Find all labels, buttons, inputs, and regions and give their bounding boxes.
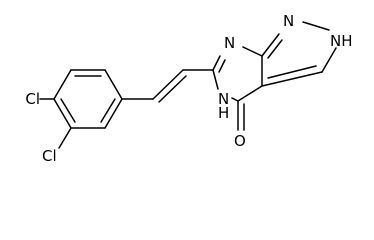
bond-n1-n2 [302, 21, 330, 31]
bond-c3-c3a-inner [267, 65, 317, 79]
bond-c3a-c4 [237, 85, 263, 102]
bond-n2-c3 [321, 47, 337, 73]
bond-benz-3-inner [60, 98, 76, 123]
atom-label-o-carbonyl: O [234, 132, 246, 150]
pyrazole-ring [261, 21, 337, 87]
bond-c6-n7 [212, 55, 221, 71]
pyrimidinone-ring [212, 46, 263, 131]
atom-label-cl-para: Cl [25, 90, 40, 108]
bond-benz-5 [104, 98, 123, 129]
atom-label-n-ring-upper: N [224, 34, 235, 52]
bond-n7-c7a [242, 46, 263, 57]
bond-vinyl-double-inner [158, 75, 187, 103]
benzene-ring [53, 69, 123, 129]
bond-benz-2 [53, 69, 72, 100]
bond-n5-c6 [212, 69, 219, 90]
atom-label-nh-pyrazole-2: NH [330, 32, 353, 50]
bond-c3-c3a [261, 71, 323, 87]
bond-c7a-n1-inner [267, 39, 283, 59]
bond-benz-5-inner [100, 98, 116, 123]
vinyl-linker [121, 69, 214, 103]
bond-c4-n5 [231, 97, 239, 102]
bond-c6-n7-inner [218, 59, 226, 73]
structure-canvas: N N NH Cl Cl N H O [25, 12, 353, 165]
atom-label-h-ring-lower: H [218, 104, 229, 122]
molecule-drawing: N N NH Cl Cl N H O [25, 12, 353, 165]
atom-label-n-pyrazole-1: N [283, 12, 294, 30]
bond-benz-3 [53, 98, 72, 129]
bond-vinyl-double [152, 69, 184, 100]
bond-c-cl-meta [58, 127, 72, 149]
bond-benz-6 [104, 69, 123, 100]
bond-c7a-n1 [261, 33, 280, 57]
atom-label-n-ring-lower: N [218, 90, 229, 108]
atom-label-cl-meta: Cl [42, 147, 57, 165]
